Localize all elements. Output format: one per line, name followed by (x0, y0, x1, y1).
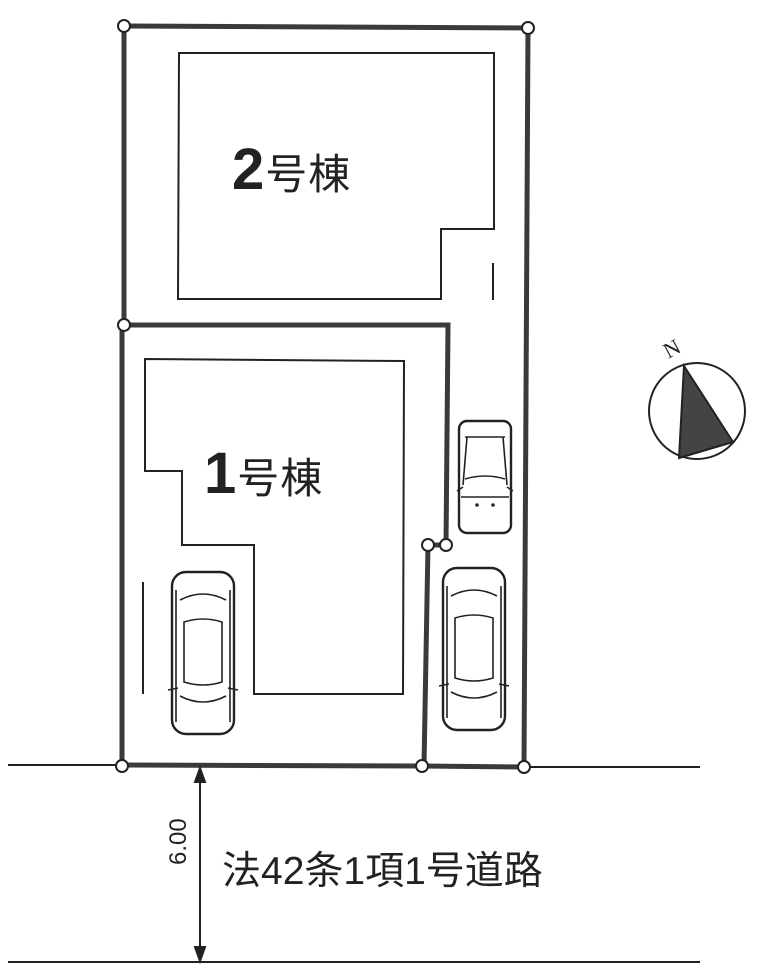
building-2-footprint (176, 52, 495, 300)
building-1-suffix: 号棟 (237, 455, 324, 502)
car-icon (438, 566, 510, 732)
boundary-markers (115, 19, 535, 774)
compact-car-icon (456, 419, 514, 535)
building-1-label: 1号棟 (204, 440, 323, 507)
building-1-footprint (144, 357, 406, 695)
building-2-number: 2 (232, 137, 266, 202)
road-label: 法42条1項1号道路 (222, 850, 543, 893)
building-1-number: 1 (204, 441, 238, 506)
building-2-suffix: 号棟 (265, 151, 352, 198)
road-width-label: 6.00 (165, 818, 192, 865)
car-icon (167, 570, 239, 736)
road-width-dimension (193, 765, 207, 964)
building-2-label: 2号棟 (232, 136, 351, 203)
north-arrow-icon (648, 362, 746, 460)
lot-boundary-2 (121, 23, 531, 767)
lot-boundary-1 (119, 322, 525, 770)
